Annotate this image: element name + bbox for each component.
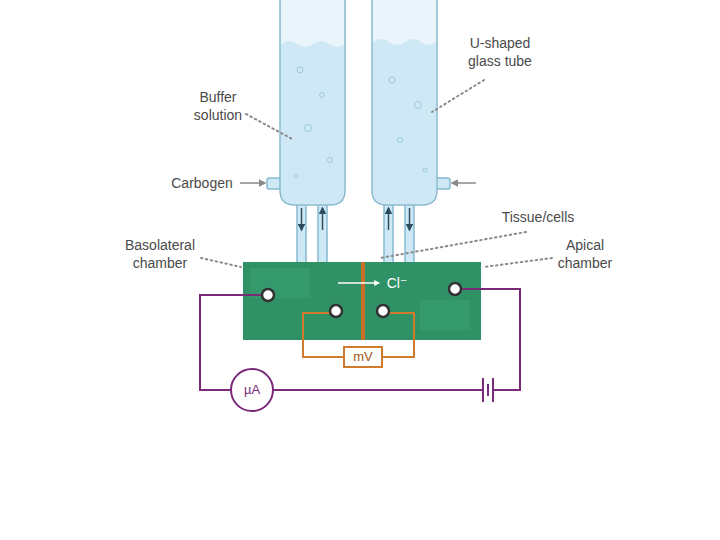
ion-label: Cl⁻ (387, 274, 408, 292)
carbogen-arrow (452, 182, 476, 184)
apical-chamber (365, 262, 481, 340)
chloride-arrow (338, 282, 379, 284)
meter-label: mV (353, 349, 373, 365)
voltage-wire (383, 313, 414, 357)
part-label: Basolateral chamber (117, 236, 203, 272)
battery-symbol (483, 378, 493, 402)
ammeter-circle: µA (230, 368, 274, 412)
current-wire (461, 289, 520, 390)
electrode (262, 283, 461, 317)
part-label: U-shaped glass tube (454, 34, 546, 70)
voltage-wire (303, 313, 343, 357)
voltmeter-box: mV (343, 346, 383, 368)
part-label: Apical chamber (554, 236, 616, 272)
leader-line (201, 80, 552, 267)
current-wire (274, 389, 483, 391)
tissue-layer (361, 262, 365, 340)
part-label: Tissue/cells (502, 208, 575, 226)
meter-label: µA (244, 382, 260, 398)
part-label: Buffer solution (182, 88, 254, 124)
carbogen-arrow (240, 182, 265, 184)
glass-tube-right (372, 0, 450, 264)
gas-label: Carbogen (171, 174, 233, 192)
